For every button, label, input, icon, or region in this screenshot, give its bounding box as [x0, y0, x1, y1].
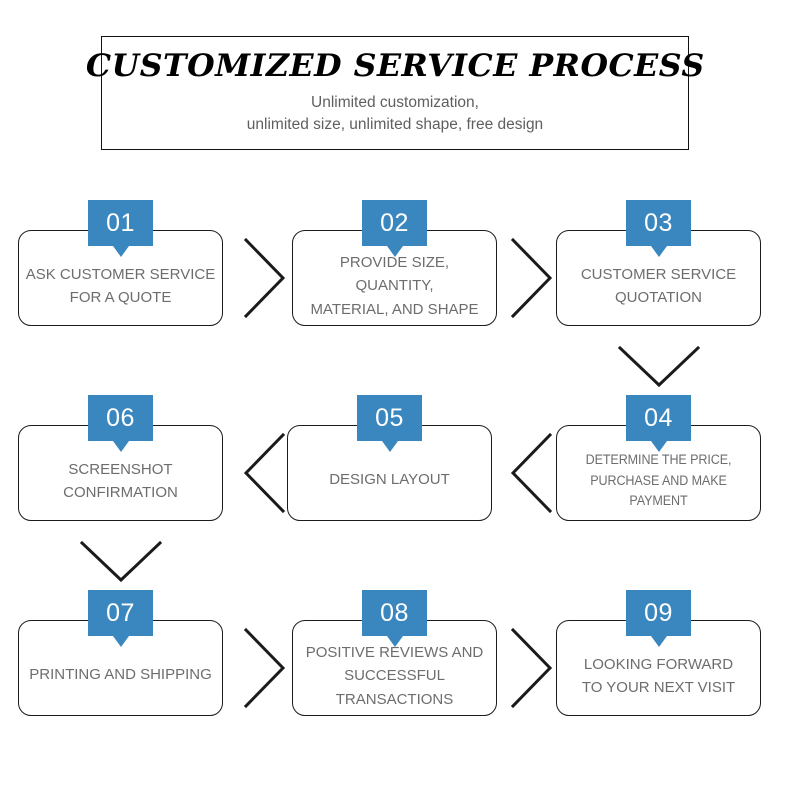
process-step-03-label: CUSTOMER SERVICE QUOTATION	[580, 265, 737, 306]
step-number-03: 03	[644, 208, 673, 237]
step-badge-04: 04	[626, 395, 691, 452]
step-number-07: 07	[106, 598, 135, 627]
step-number-05: 05	[375, 403, 404, 432]
step-number-02: 02	[380, 208, 409, 237]
process-step-07-label: PRINTING AND SHIPPING	[29, 666, 212, 684]
connector-right-icon-08-09	[510, 627, 558, 709]
process-step-06-label: SCREENSHOT CONFIRMATION	[63, 460, 178, 501]
connector-right-icon-02-03	[510, 237, 558, 319]
step-number-08: 08	[380, 598, 409, 627]
process-step-05-label: DESIGN LAYOUT	[329, 471, 450, 489]
step-number-04: 04	[644, 403, 673, 432]
step-badge-08: 08	[362, 590, 427, 647]
step-badge-06: 06	[88, 395, 153, 452]
step-number-06: 06	[106, 403, 135, 432]
badge-pointer-icon	[112, 441, 129, 452]
process-step-04[interactable]: DETERMINE THE PRICE, PURCHASE AND MAKE P…	[556, 425, 761, 521]
step-badge-09: 09	[626, 590, 691, 647]
badge-pointer-icon	[112, 246, 129, 257]
header-subtitle-line-1: Unlimited customization,	[311, 93, 479, 111]
badge-pointer-icon	[386, 636, 403, 647]
step-badge-03: 03	[626, 200, 691, 257]
badge-pointer-icon	[650, 636, 667, 647]
step-badge-02: 02	[362, 200, 427, 257]
connector-right-icon-07-08	[243, 627, 291, 709]
connector-left-icon-05-06	[238, 432, 286, 514]
connector-down-icon-03-04	[617, 345, 701, 393]
connector-left-icon-04-05	[505, 432, 553, 514]
process-step-08-label: POSITIVE REVIEWS AND SUCCESSFUL TRANSACT…	[305, 644, 484, 708]
step-badge-01: 01	[88, 200, 153, 257]
step-badge-05: 05	[357, 395, 422, 452]
badge-pointer-icon	[650, 441, 667, 452]
process-step-09-label: LOOKING FORWARD TO YOUR NEXT VISIT	[581, 655, 736, 696]
process-step-02[interactable]: PROVIDE SIZE, QUANTITY, MATERIAL, AND SH…	[292, 230, 497, 326]
badge-pointer-icon	[112, 636, 129, 647]
step-number-01: 01	[106, 208, 135, 237]
header-subtitle: Unlimited customization, unlimited size,…	[247, 92, 543, 137]
connector-down-icon-06-07	[79, 540, 163, 588]
header-banner: CUSTOMIZED SERVICE PROCESS Unlimited cus…	[86, 36, 704, 150]
badge-pointer-icon	[650, 246, 667, 257]
badge-pointer-icon	[381, 441, 398, 452]
step-badge-07: 07	[88, 590, 153, 647]
connector-right-icon-01-02	[243, 237, 291, 319]
process-step-04-label: DETERMINE THE PRICE, PURCHASE AND MAKE P…	[585, 451, 732, 509]
header-subtitle-line-2: unlimited size, unlimited shape, free de…	[246, 116, 544, 134]
badge-pointer-icon	[386, 246, 403, 257]
process-step-02-label: PROVIDE SIZE, QUANTITY, MATERIAL, AND SH…	[310, 254, 479, 318]
step-number-09: 09	[644, 598, 673, 627]
page-title: CUSTOMIZED SERVICE PROCESS	[85, 48, 705, 84]
process-step-01-label: ASK CUSTOMER SERVICE FOR A QUOTE	[25, 265, 216, 306]
